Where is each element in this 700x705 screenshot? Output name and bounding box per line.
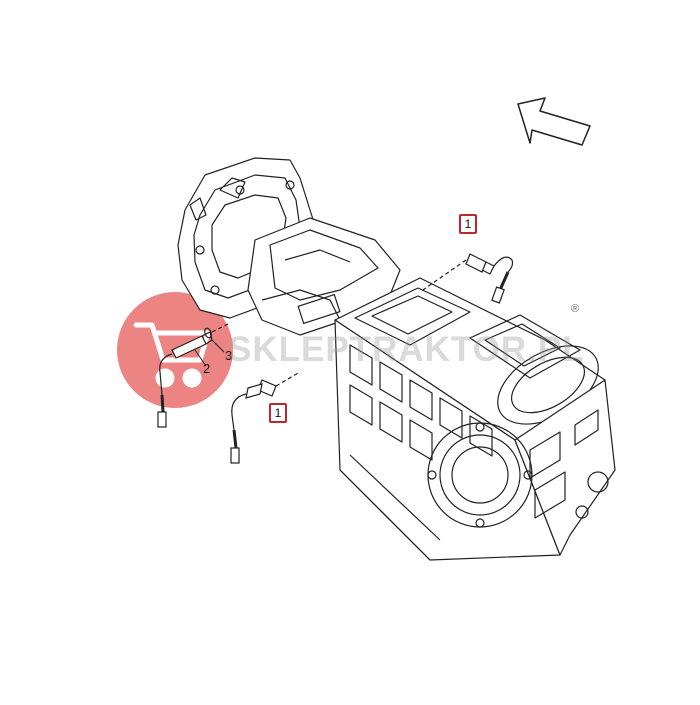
part-number-3: 3 (225, 348, 233, 363)
switch-assembly (157, 323, 229, 428)
sensor-lower (230, 371, 301, 464)
direction-arrow-icon (517, 97, 591, 146)
shopping-cart-icon (133, 322, 211, 388)
transmission-housing (177, 157, 616, 561)
callout-box-lower: 1 (269, 403, 287, 423)
part-number-2: 2 (203, 361, 211, 376)
sensor-upper (419, 253, 514, 304)
registered-mark: ® (571, 303, 580, 315)
callout-box-upper: 1 (459, 214, 477, 234)
watermark-text: SKLEPTRAKTOR.PL (228, 330, 585, 369)
